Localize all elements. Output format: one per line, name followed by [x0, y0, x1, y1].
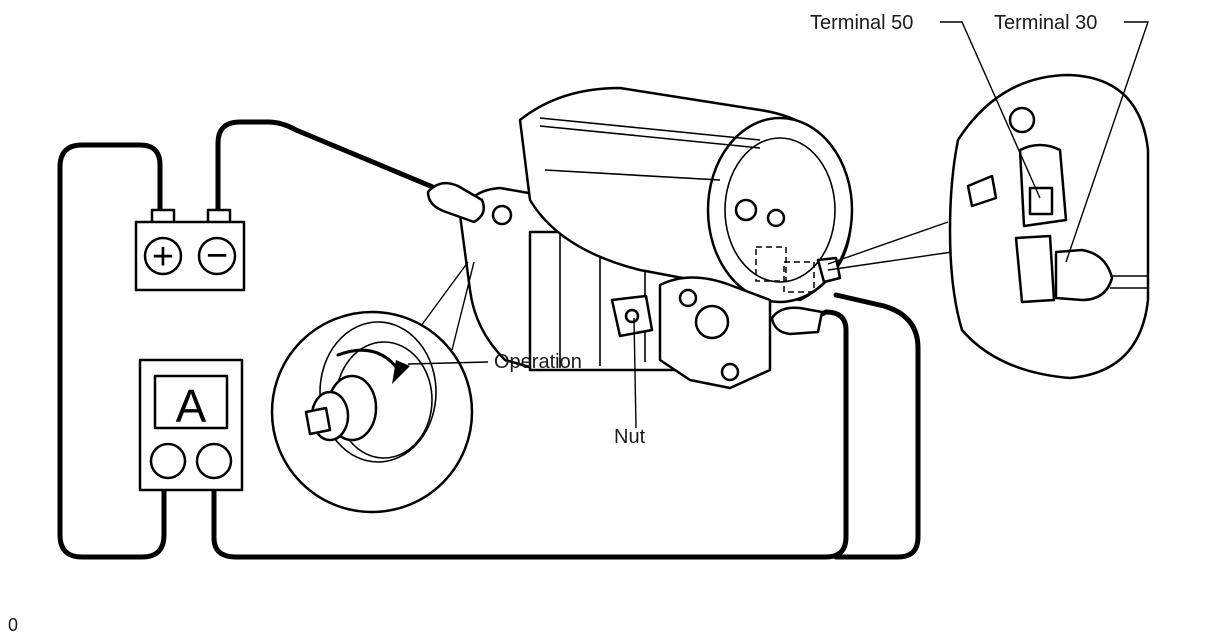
- terminal-detail-callout: [827, 21, 1150, 380]
- operation-label: Operation: [494, 351, 582, 373]
- ammeter: [138, 358, 244, 492]
- ammeter-symbol: A: [176, 380, 207, 432]
- wiring: [57, 119, 921, 560]
- terminal-50-label: Terminal 50: [810, 12, 914, 34]
- negative-lead-clip: [426, 181, 485, 224]
- terminal-30-label: Terminal 30: [994, 12, 1098, 34]
- wire-battery-pos-to-ammeter: [57, 142, 167, 560]
- battery-negative-symbol: −: [206, 235, 228, 277]
- nut-label: Nut: [614, 426, 646, 448]
- pinion-detail-callout: [270, 261, 489, 514]
- wire-terminal-50: [833, 292, 921, 560]
- nut-leader: [633, 317, 637, 429]
- battery-positive-symbol: +: [152, 236, 174, 278]
- corner-mark: 0: [8, 615, 19, 635]
- wire-ammeter-to-terminal-30: [211, 309, 849, 560]
- starter-motor: [458, 86, 854, 390]
- rotation-arrow-head: [392, 360, 410, 384]
- battery: [134, 208, 246, 292]
- wire-battery-neg-to-starter: [215, 119, 443, 215]
